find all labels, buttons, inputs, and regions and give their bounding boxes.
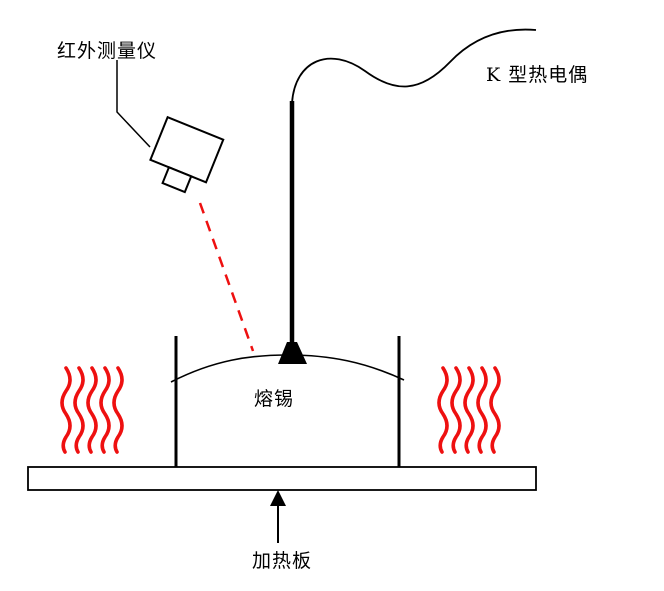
infrared-device-icon	[149, 115, 225, 194]
molten-solder-label: 熔锡	[254, 388, 295, 410]
thermocouple-label: K 型热电偶	[486, 64, 589, 86]
arrow-up-icon	[270, 490, 286, 543]
heating-plate-label: 加热板	[252, 550, 313, 572]
thermocouple-probe-tip-icon	[278, 342, 307, 364]
infrared-device-nozzle	[161, 166, 193, 194]
heat-waves-left-icon	[60, 366, 124, 454]
infrared-label-leader-line	[116, 60, 151, 148]
heat-waves-right-icon	[437, 366, 501, 454]
infrared-meter-label: 红外测量仪	[57, 40, 158, 62]
thermocouple-wire	[291, 28, 537, 104]
laser-dashed-line	[198, 202, 255, 352]
infrared-device-body	[149, 115, 225, 184]
solder-dome-surface	[170, 354, 405, 383]
heating-plate	[27, 466, 537, 491]
